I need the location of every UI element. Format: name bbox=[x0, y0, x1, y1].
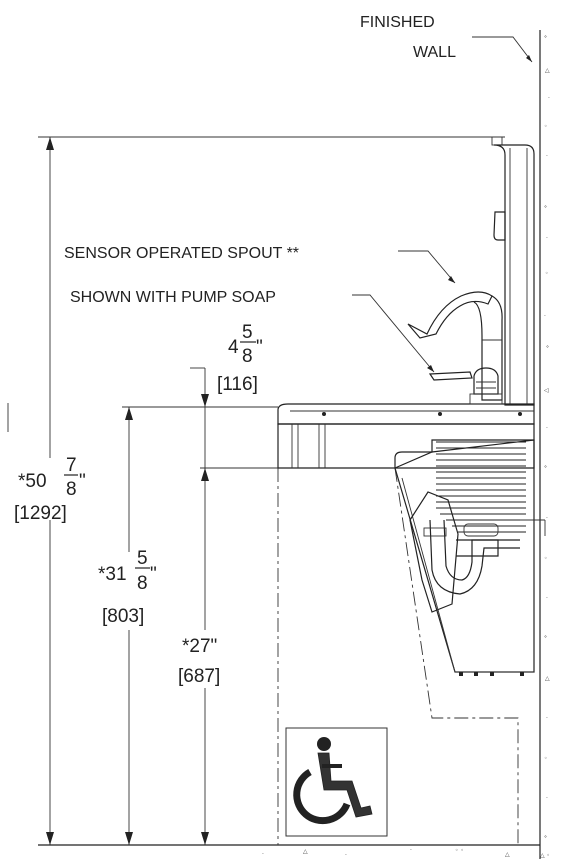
svg-text:8: 8 bbox=[66, 479, 77, 500]
svg-text:4: 4 bbox=[228, 337, 239, 358]
knee-dim-bg bbox=[176, 630, 238, 688]
rim-height-label: *31 5 8 " [803] bbox=[98, 548, 157, 627]
svg-text:8: 8 bbox=[242, 346, 253, 367]
svg-text:·: · bbox=[546, 153, 548, 160]
svg-text:△: △ bbox=[303, 848, 308, 855]
overall-top-arrow bbox=[46, 137, 54, 150]
louver-body bbox=[394, 439, 535, 676]
overall-bottom-arrow bbox=[46, 832, 54, 845]
overall-dim-bg bbox=[14, 458, 92, 520]
svg-text:*50: *50 bbox=[18, 471, 47, 492]
svg-text:·: · bbox=[546, 795, 548, 802]
svg-text:◦ ◦: ◦ ◦ bbox=[455, 847, 464, 854]
svg-text:·: · bbox=[546, 715, 548, 722]
toe-clearance-line bbox=[394, 467, 519, 845]
svg-text:°: ° bbox=[544, 35, 547, 42]
svg-text:·: · bbox=[546, 515, 548, 522]
svg-text:*27": *27" bbox=[182, 636, 217, 657]
svg-text:*31: *31 bbox=[98, 564, 127, 585]
floor-hatch: · △ · · ◦ ◦ △ △ ◦ bbox=[262, 847, 550, 859]
svg-text:·: · bbox=[262, 851, 264, 858]
svg-text:△: △ bbox=[505, 851, 510, 858]
svg-text:·: · bbox=[544, 313, 546, 320]
bowl-depth-arrow-top bbox=[201, 394, 209, 407]
svg-text:·: · bbox=[546, 425, 548, 432]
svg-text:◦: ◦ bbox=[544, 755, 548, 762]
knee-height-label: *27" [687] bbox=[178, 636, 220, 687]
sensor-spout bbox=[407, 291, 503, 401]
sensor-spout-label: SENSOR OPERATED SPOUT ** bbox=[64, 245, 299, 262]
svg-text:°: ° bbox=[546, 345, 549, 352]
overall-height-label: *50 7 8 " [1292] bbox=[14, 455, 86, 524]
finished-wall-arrowhead bbox=[526, 55, 532, 62]
svg-text:": " bbox=[256, 337, 263, 358]
svg-text:△: △ bbox=[545, 67, 550, 74]
knee-bottom-arrow bbox=[201, 832, 209, 845]
svg-text:": " bbox=[79, 471, 86, 492]
svg-text:◦: ◦ bbox=[544, 555, 548, 562]
knee-top-arrow bbox=[201, 468, 209, 481]
svg-text:△ ◦: △ ◦ bbox=[540, 852, 550, 859]
svg-text:[803]: [803] bbox=[102, 606, 144, 627]
svg-text:°: ° bbox=[544, 465, 547, 472]
pump-soap bbox=[428, 367, 503, 405]
pump-soap-label: SHOWN WITH PUMP SOAP bbox=[70, 289, 276, 306]
sensor-spout-arrowhead bbox=[448, 276, 455, 283]
svg-text:·: · bbox=[546, 595, 548, 602]
svg-text:°: ° bbox=[544, 835, 547, 842]
pump-soap-leader bbox=[352, 294, 435, 373]
bowl-depth-label: 4 5 8 " [116] bbox=[217, 322, 263, 395]
svg-text:◁: ◁ bbox=[544, 387, 549, 394]
pump-soap-arrowhead bbox=[427, 365, 434, 372]
bowl-deck bbox=[277, 403, 535, 469]
wall-hatch: ° △ · ◦ · ° · ◦ · ° ◁ · ° · ◦ · ° △ · ◦ · ° bbox=[544, 35, 550, 842]
back-panel bbox=[491, 136, 535, 406]
drain-trap bbox=[409, 491, 546, 613]
sensor-spout-leader bbox=[398, 250, 456, 284]
svg-text:[687]: [687] bbox=[178, 666, 220, 687]
svg-text:·: · bbox=[546, 235, 548, 242]
svg-text:°: ° bbox=[544, 635, 547, 642]
rim-top-arrow bbox=[125, 407, 133, 420]
rim-dim-bg bbox=[92, 552, 168, 630]
svg-text:": " bbox=[150, 564, 157, 585]
svg-text:△: △ bbox=[545, 675, 550, 682]
svg-text:·: · bbox=[548, 95, 550, 102]
svg-text:◦: ◦ bbox=[545, 270, 549, 277]
svg-text:5: 5 bbox=[242, 322, 253, 343]
finished-wall-label-line2: WALL bbox=[413, 44, 456, 61]
svg-text:◦: ◦ bbox=[544, 123, 548, 130]
svg-text:5: 5 bbox=[137, 548, 148, 569]
accessibility-symbol bbox=[285, 727, 388, 837]
rim-bottom-arrow bbox=[125, 832, 133, 845]
svg-text:7: 7 bbox=[66, 455, 77, 476]
svg-text:°: ° bbox=[544, 205, 547, 212]
svg-text:[116]: [116] bbox=[217, 374, 258, 395]
svg-text:·: · bbox=[345, 852, 347, 859]
svg-text:8: 8 bbox=[137, 573, 148, 594]
finished-wall-leader bbox=[472, 36, 533, 63]
svg-text:·: · bbox=[410, 847, 412, 854]
wheelchair-icon bbox=[293, 737, 373, 825]
svg-text:[1292]: [1292] bbox=[14, 503, 67, 524]
finished-wall-label-line1: FINISHED bbox=[360, 14, 435, 31]
